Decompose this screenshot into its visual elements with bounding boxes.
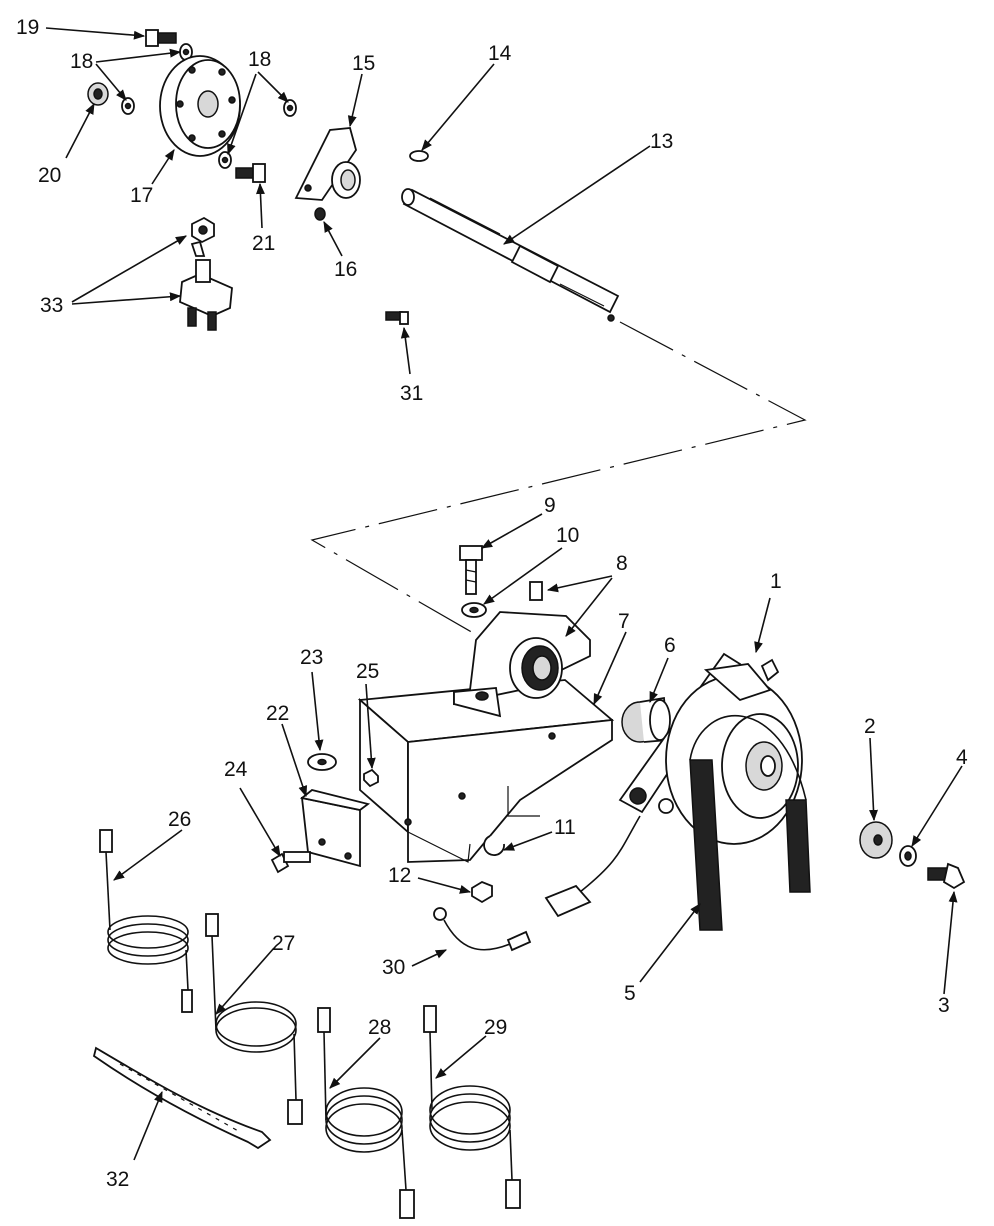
callout-9: 9 [544,494,556,517]
callout-22: 22 [266,702,289,725]
part-8-setscrew [529,581,543,601]
callout-15: 15 [352,52,375,75]
callout-10: 10 [556,524,579,547]
part-1-electric-clutch [618,652,803,845]
part-4-lockwasher [899,845,917,867]
callout-18-right: 18 [248,48,271,71]
callout-1: 1 [770,570,782,593]
callout-30: 30 [382,956,405,979]
part-16-setscrew [314,207,326,221]
callout-13: 13 [650,130,673,153]
part-26-harness [99,829,193,1013]
part-15-arm [294,127,361,201]
callout-7: 7 [618,610,630,633]
part-2-washer [859,821,893,859]
part-30-ground-wire [433,907,532,952]
callout-6: 6 [664,634,676,657]
part-27-harness [205,913,303,1125]
callout-16: 16 [334,258,357,281]
clutch-wire-harness [544,815,641,918]
part-5-belt [689,715,811,931]
callout-11: 11 [554,816,576,839]
part-6-spacer [621,696,671,743]
callout-23: 23 [300,646,323,669]
callout-8: 8 [616,552,628,575]
part-14-key [409,150,429,162]
callout-19: 19 [16,16,39,39]
part-11-clip [483,835,505,856]
callout-26: 26 [168,808,191,831]
part-12-nut [471,880,493,904]
callout-33: 33 [40,294,63,317]
callout-27: 27 [272,932,295,955]
part-21-bolt [235,163,266,183]
part-9-bolt [459,545,483,595]
callout-32: 32 [106,1168,129,1191]
callout-4: 4 [956,746,968,769]
callout-31: 31 [400,382,423,405]
part-3-bolt [927,862,966,890]
callout-labels: 1 2 3 4 5 6 7 8 9 10 11 12 13 14 15 16 1… [16,16,968,1191]
callout-12: 12 [388,864,411,887]
part-33-toggle-switch [179,216,233,331]
part-28-harness [317,1007,415,1219]
part-17-flange [159,55,241,157]
part-29-harness [423,1005,521,1209]
callout-5: 5 [624,982,636,1005]
callout-29: 29 [484,1016,507,1039]
part-32-cable-tie [92,1046,272,1150]
part-10-washer [461,602,487,618]
leader-lines [45,27,963,1161]
callout-2: 2 [864,715,876,738]
part-25-nut [363,768,379,788]
part-8-bearing [453,611,591,718]
part-20-spacer [87,82,109,106]
assembly-centerline [310,321,807,661]
part-24-bolt [270,851,311,874]
callout-28: 28 [368,1016,391,1039]
callout-14: 14 [488,42,512,65]
part-22-plate [299,789,371,868]
callout-20: 20 [38,164,61,187]
part-19-bolt [145,29,177,47]
callout-24: 24 [224,758,248,781]
part-13-shaft [401,188,620,322]
callout-25: 25 [356,660,379,683]
part-31-screw [385,311,409,325]
callout-17: 17 [130,184,153,207]
callout-3: 3 [938,994,950,1017]
part-23-washer [307,753,337,771]
part-18-washers [121,43,297,169]
callout-21: 21 [252,232,275,255]
callout-18-left: 18 [70,50,93,73]
